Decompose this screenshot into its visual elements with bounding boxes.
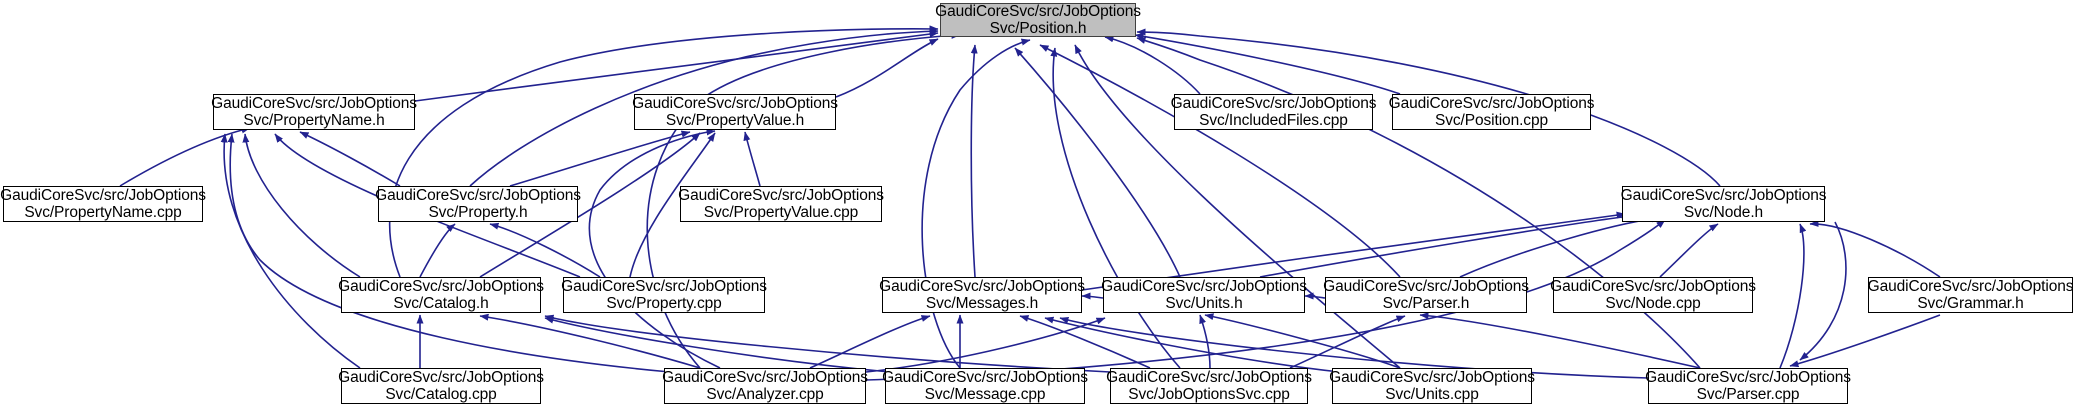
edge-message_cpp-to-position_h	[921, 38, 1031, 369]
edge-position_cpp-to-position_h	[1134, 32, 1401, 95]
edge-parser_cpp-to-node_h	[1779, 223, 1807, 369]
edge-units_cpp-to-units_h	[1204, 313, 1401, 369]
edge-messages_h-to-position_h	[970, 44, 978, 278]
edge-propertyvalue_h-to-position_h	[835, 38, 939, 98]
edge-node_h-to-parser_cpp	[1799, 221, 1847, 361]
edge-grammar_h-to-node_h	[1809, 219, 1941, 278]
edge-joboptionssvc_cpp-to-parser_h	[1289, 315, 1406, 369]
edge-message_cpp-to-catalog_h	[544, 316, 891, 373]
node-propertyvalue_h[interactable]: GaudiCoreSvc/src/JobOptions Svc/Property…	[632, 94, 838, 130]
node-joboptionssvc_cpp[interactable]: GaudiCoreSvc/src/JobOptions Svc/JobOptio…	[1106, 368, 1312, 404]
edge-node_cpp-to-node_h	[1659, 223, 1719, 278]
edge-analyzer_cpp-to-propertyvalue_h	[588, 128, 721, 369]
edge-propertyvalue_cpp-to-propertyvalue_h	[743, 131, 761, 187]
edge-parser_h-to-units_h	[1304, 292, 1326, 300]
node-position_cpp[interactable]: GaudiCoreSvc/src/JobOptions Svc/Position…	[1388, 94, 1595, 130]
node-grammar_h[interactable]: GaudiCoreSvc/src/JobOptions Svc/Grammar.…	[1867, 277, 2074, 313]
node-property_h[interactable]: GaudiCoreSvc/src/JobOptions Svc/Property…	[375, 186, 581, 222]
node-catalog_cpp[interactable]: GaudiCoreSvc/src/JobOptions Svc/Catalog.…	[338, 368, 544, 404]
node-includedfiles_cpp[interactable]: GaudiCoreSvc/src/JobOptions Svc/Included…	[1170, 94, 1377, 130]
edge-property_h-to-propertyname_h	[299, 131, 401, 187]
node-catalog_h[interactable]: GaudiCoreSvc/src/JobOptions Svc/Catalog.…	[338, 277, 544, 313]
node-propertyname_h[interactable]: GaudiCoreSvc/src/JobOptions Svc/Property…	[211, 94, 417, 130]
edge-joboptionssvc_cpp-to-messages_h	[1019, 315, 1151, 369]
node-units_h[interactable]: GaudiCoreSvc/src/JobOptions Svc/Units.h	[1101, 277, 1307, 313]
edge-parser_cpp-to-parser_h	[1419, 312, 1701, 369]
edge-units_h-to-node_h	[1259, 213, 1631, 278]
edge-parser_h-to-position_h	[1039, 44, 1401, 278]
node-node_cpp[interactable]: GaudiCoreSvc/src/JobOptions Svc/Node.cpp	[1550, 277, 1756, 313]
edge-property_h-to-propertyvalue_h	[509, 130, 691, 187]
node-message_cpp[interactable]: GaudiCoreSvc/src/JobOptions Svc/Message.…	[882, 368, 1088, 404]
edge-analyzer_cpp-to-propertyname_h	[227, 133, 671, 373]
edge-joboptionssvc_cpp-to-catalog_h	[544, 314, 1111, 373]
edge-parser_cpp-to-position_h	[1136, 37, 1701, 369]
edge-analyzer_cpp-to-units_h	[865, 317, 1106, 373]
node-messages_h[interactable]: GaudiCoreSvc/src/JobOptions Svc/Messages…	[879, 277, 1085, 313]
node-units_cpp[interactable]: GaudiCoreSvc/src/JobOptions Svc/Units.cp…	[1329, 368, 1535, 404]
edge-grammar_h-to-parser_cpp	[1789, 314, 1941, 368]
edge-parser_h-to-node_h	[1459, 215, 1661, 278]
edge-analyzer_cpp-to-messages_h	[809, 315, 931, 369]
edge-propertyname_cpp-to-propertyname_h	[119, 126, 251, 187]
edge-units_h-to-messages_h	[1081, 292, 1104, 300]
node-parser_cpp[interactable]: GaudiCoreSvc/src/JobOptions Svc/Parser.c…	[1645, 368, 1851, 404]
edge-catalog_h-to-position_h	[388, 25, 939, 278]
edge-analyzer_cpp-to-catalog_h	[479, 313, 701, 369]
node-propertyvalue_cpp[interactable]: GaudiCoreSvc/src/JobOptions Svc/Property…	[678, 186, 884, 222]
edge-property_cpp-to-property_h	[489, 222, 601, 278]
edge-units_cpp-to-messages_h	[1044, 316, 1341, 373]
edge-units_h-to-position_h	[1014, 47, 1181, 278]
edge-joboptionssvc_cpp-to-units_h	[1199, 314, 1211, 369]
node-parser_h[interactable]: GaudiCoreSvc/src/JobOptions Svc/Parser.h	[1323, 277, 1529, 313]
node-position_h[interactable]: GaudiCoreSvc/src/JobOptions Svc/Position…	[935, 3, 1141, 37]
edge-propertyname_h-to-position_h	[414, 30, 939, 102]
node-propertyname_cpp[interactable]: GaudiCoreSvc/src/JobOptions Svc/Property…	[0, 186, 206, 222]
edge-catalog_cpp-to-propertyname_h	[220, 133, 361, 369]
edge-catalog_h-to-property_h	[419, 223, 456, 278]
node-analyzer_cpp[interactable]: GaudiCoreSvc/src/JobOptions Svc/Analyzer…	[662, 368, 868, 404]
edge-includedfiles_cpp-to-position_h	[1104, 35, 1201, 95]
node-node_h[interactable]: GaudiCoreSvc/src/JobOptions Svc/Node.h	[1620, 186, 1827, 222]
node-property_cpp[interactable]: GaudiCoreSvc/src/JobOptions Svc/Property…	[561, 277, 767, 313]
edge-catalog_h-to-propertyname_h	[242, 133, 361, 278]
edge-joboptionssvc_cpp-to-position_h	[1050, 47, 1181, 369]
